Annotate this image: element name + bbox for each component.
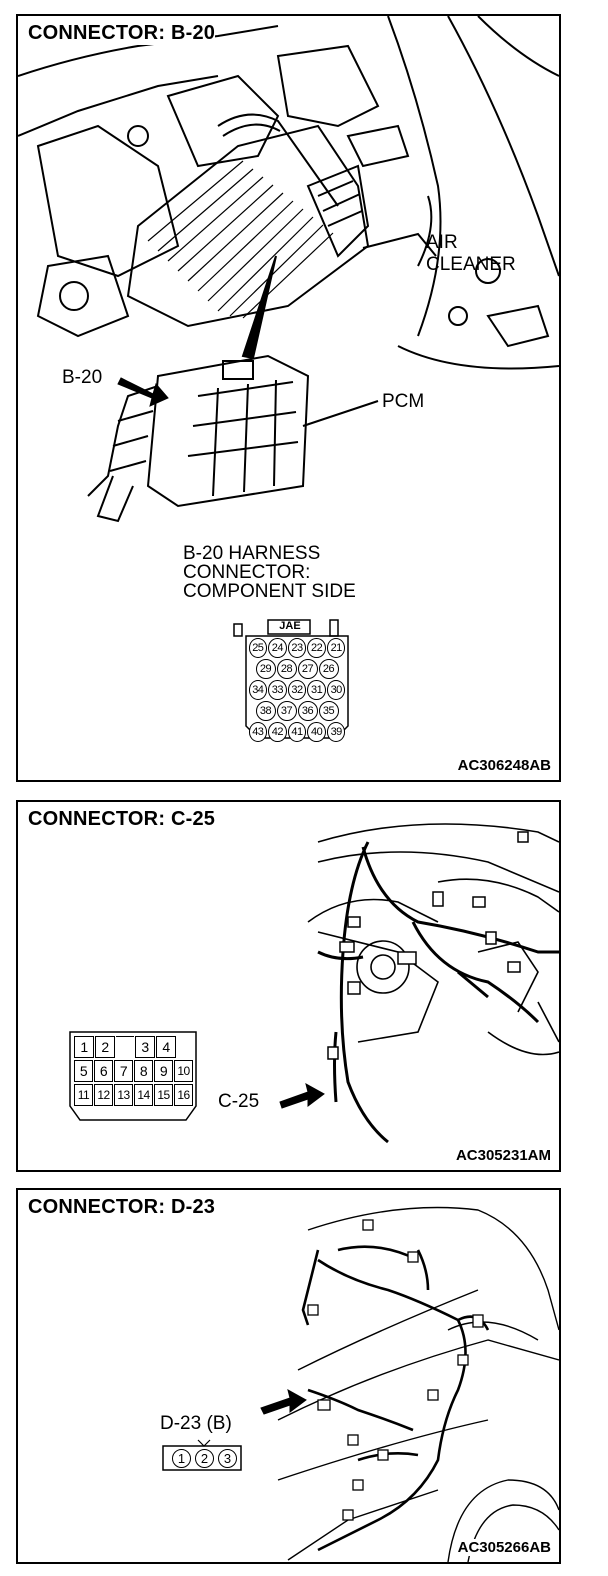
connector-pin: 27	[297, 659, 318, 679]
dashboard-harness-illustration	[69, 823, 559, 1144]
b20-callout-label: B-20	[62, 367, 103, 388]
panel-title: CONNECTOR: C-25	[28, 808, 216, 831]
connector-pin: 1	[74, 1036, 94, 1058]
connector-pin: 11	[74, 1084, 93, 1106]
connector-pin: 22	[307, 638, 326, 658]
connector-pin: 33	[268, 680, 287, 700]
connector-pin: 16	[174, 1084, 193, 1106]
connector-pin: 7	[114, 1060, 133, 1082]
connector-pin: 12	[94, 1084, 113, 1106]
panel-title: CONNECTOR: B-20	[28, 22, 216, 45]
connector-pin: 2	[95, 1036, 115, 1058]
connector-pin: 41	[287, 722, 307, 742]
connector-pin: 2	[195, 1449, 214, 1468]
connector-b20-panel: CONNECTOR: B-20 AIR CLEANER B-20 PCM B-2…	[16, 14, 561, 782]
connector-pin: 37	[276, 701, 297, 721]
connector-pin: 32	[287, 680, 307, 700]
figure-code: AC306248AB	[457, 757, 551, 774]
air-cleaner-label: AIR	[426, 232, 458, 253]
air-cleaner-label: CLEANER	[426, 254, 516, 275]
harness-connector-caption: B-20 HARNESS CONNECTOR: COMPONENT SIDE	[183, 543, 356, 602]
connector-pin: 39	[326, 722, 346, 742]
connector-pin: 10	[174, 1060, 193, 1082]
connector-pin: 43	[248, 722, 268, 742]
engine-bay-illustration	[18, 16, 559, 739]
connector-pin: 13	[114, 1084, 133, 1106]
d23-callout-label: D-23 (B)	[160, 1413, 232, 1434]
connector-pin: 4	[156, 1036, 176, 1058]
connector-pin: 26	[318, 659, 339, 679]
connector-pin: 38	[255, 701, 276, 721]
connector-pin: 9	[154, 1060, 173, 1082]
connector-pin: 15	[154, 1084, 173, 1106]
connector-pin: 40	[307, 722, 326, 742]
connector-pin: 8	[134, 1060, 153, 1082]
connector-pin: 42	[268, 722, 287, 742]
figure-code: AC305231AM	[455, 1147, 551, 1164]
connector-pin: 24	[268, 638, 287, 658]
connector-pin: 25	[248, 638, 268, 658]
connector-maker-label: JAE	[279, 620, 301, 632]
connector-pin: 14	[134, 1084, 153, 1106]
connector-pin: 3	[135, 1036, 155, 1058]
connector-pin: 36	[297, 701, 318, 721]
connector-pin: 34	[248, 680, 268, 700]
connector-pin: 1	[172, 1449, 191, 1468]
vehicle-rear-harness-illustration	[162, 1206, 559, 1562]
empty-pin-slot	[116, 1036, 134, 1057]
connector-pin: 6	[94, 1060, 113, 1082]
connector-pin: 5	[74, 1060, 93, 1082]
c25-callout-label: C-25	[218, 1091, 260, 1112]
connector-pin: 29	[255, 659, 276, 679]
connector-pin: 3	[218, 1449, 237, 1468]
connector-pin: 21	[326, 638, 346, 658]
connector-pin: 35	[318, 701, 339, 721]
figure-code: AC305266AB	[457, 1539, 551, 1556]
connector-pin: 23	[287, 638, 307, 658]
panel-title: CONNECTOR: D-23	[28, 1196, 216, 1219]
connector-pin: 31	[307, 680, 326, 700]
connector-pin: 30	[326, 680, 346, 700]
connector-pin: 28	[276, 659, 297, 679]
pcm-label: PCM	[382, 391, 425, 412]
